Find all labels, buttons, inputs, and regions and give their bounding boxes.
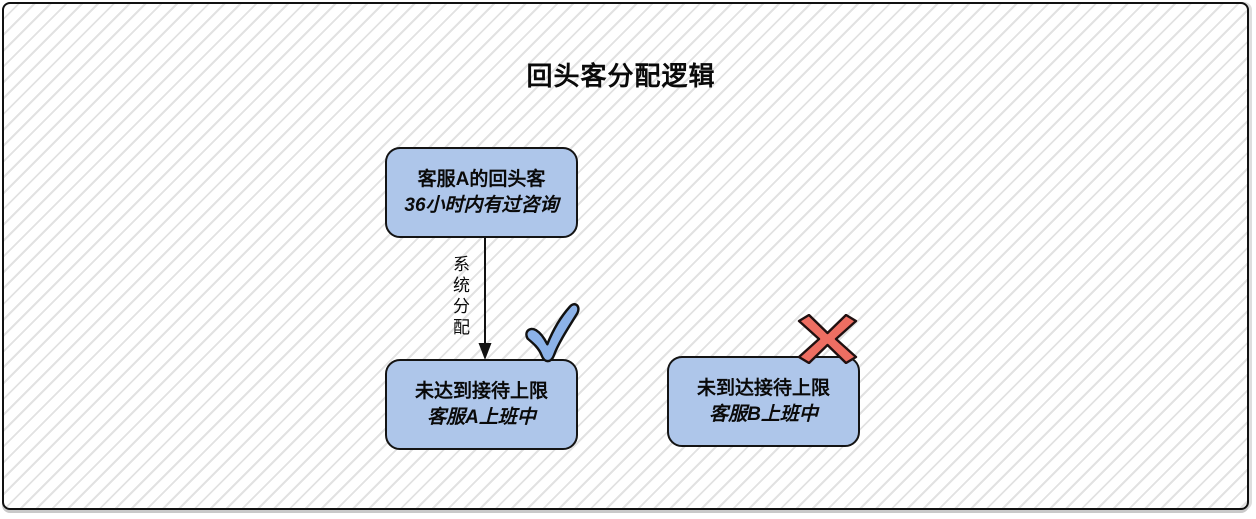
node-agent-a-line1: 未达到接待上限 — [414, 380, 548, 402]
flow-arrow-label: 系统分配 — [450, 255, 469, 339]
diagram-canvas: 回头客分配逻辑 客服A的回头客 36小时内有过咨询 系统分配 未达到接待上限 客… — [2, 2, 1249, 510]
diagram-title: 回头客分配逻辑 — [526, 61, 716, 91]
node-returning-customer-line2: 36小时内有过咨询 — [404, 194, 559, 216]
node-agent-a-line2: 客服A上班中 — [427, 406, 536, 428]
node-returning-customer: 客服A的回头客 36小时内有过咨询 — [385, 147, 578, 238]
node-agent-b-line2: 客服B上班中 — [709, 403, 818, 425]
node-returning-customer-line1: 客服A的回头客 — [417, 168, 546, 190]
cross-icon — [797, 314, 858, 364]
check-icon — [525, 303, 580, 363]
node-agent-b: 未到达接待上限 客服B上班中 — [667, 356, 860, 447]
node-agent-a: 未达到接待上限 客服A上班中 — [385, 359, 578, 450]
node-agent-b-line1: 未到达接待上限 — [696, 377, 830, 399]
flow-arrow — [478, 238, 492, 360]
